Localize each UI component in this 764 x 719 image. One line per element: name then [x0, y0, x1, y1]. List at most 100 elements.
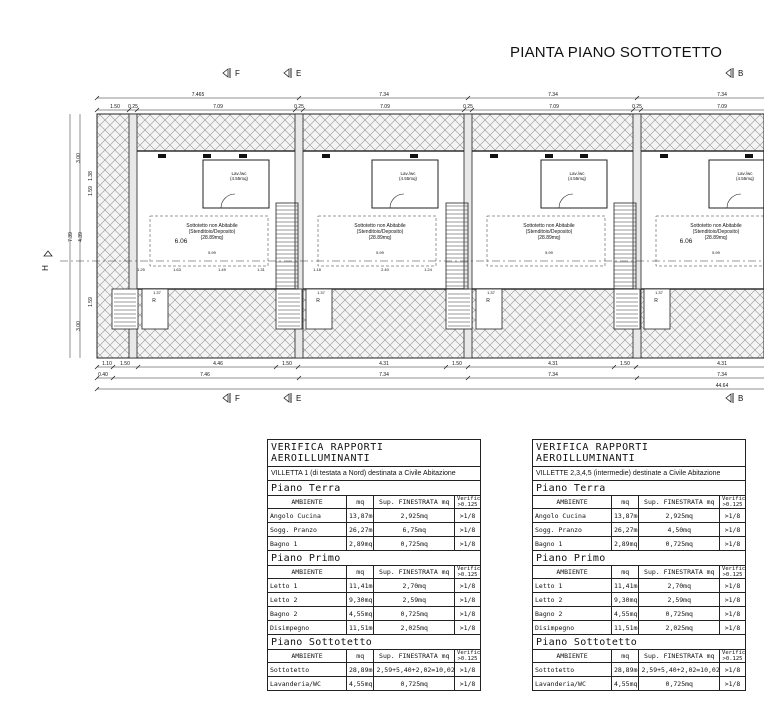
- dimension-label: 7.34: [379, 372, 389, 378]
- table-cell: >1/8: [719, 606, 745, 621]
- floor-section-title: Piano Sottotetto: [533, 635, 745, 650]
- table-cell: 4,50mq: [638, 522, 721, 537]
- dimension-tick: [630, 107, 636, 113]
- table-cell: 11,51mq: [345, 620, 375, 635]
- table-cell: 0,725mq: [373, 536, 456, 551]
- section-arrow: [222, 393, 229, 403]
- dimension-tick: [134, 107, 140, 113]
- room-outline: [655, 215, 764, 267]
- door-swing: [726, 193, 742, 209]
- floor-section-title: Piano Primo: [533, 551, 745, 566]
- table-cell: 0,725mq: [638, 606, 721, 621]
- wc-area: (4.55mq): [399, 176, 418, 181]
- table-cell: Bagno 2: [268, 606, 347, 621]
- dimension-label: 1.59: [88, 186, 94, 196]
- table-cell: 9,30mq: [345, 592, 375, 607]
- section-mark: H: [41, 265, 50, 271]
- room-outline: [149, 215, 269, 267]
- table-cell: >1/8: [454, 662, 480, 677]
- table-cell: 2,59mq: [638, 592, 721, 607]
- dimension-tick: [94, 364, 100, 370]
- dimension-label: 1.50: [282, 361, 292, 367]
- door-swing: [389, 193, 405, 209]
- door-swing: [558, 193, 574, 209]
- column-header: Verifica >0.125: [454, 650, 480, 663]
- column-header: AMBIENTE: [268, 566, 347, 579]
- stair-label: R: [316, 298, 320, 304]
- dimension-label: 1.50: [110, 104, 120, 110]
- dimension-tick: [634, 375, 640, 381]
- stair-landing: [305, 288, 333, 330]
- table-cell: 2,89mq: [610, 536, 640, 551]
- column-header: AMBIENTE: [533, 650, 612, 663]
- window-mark: [158, 154, 166, 158]
- wc-room: [202, 159, 270, 209]
- column-header: Sup. FINESTRATA mq: [638, 566, 721, 579]
- stair-steps: [616, 291, 638, 327]
- table-cell: 2,70mq: [638, 578, 721, 593]
- stair-flight: [613, 202, 637, 290]
- dimension-label: 4.39: [78, 232, 84, 242]
- column-header: mq: [345, 566, 375, 579]
- dimension-tick: [292, 107, 298, 113]
- dimension-label: 4.46: [213, 361, 223, 367]
- dimension-tick: [273, 364, 279, 370]
- window-mark: [203, 154, 211, 158]
- dimension-label: 7.39: [68, 232, 74, 242]
- table-cell: 2,59+5,40+2,02=10,02mq: [638, 662, 721, 677]
- table-cell: 0,725mq: [638, 676, 721, 690]
- dimension-label: 4.31: [717, 361, 727, 367]
- table-cell: >1/8: [719, 662, 745, 677]
- dimension-label: 7.34: [548, 372, 558, 378]
- table-cell: >1/8: [454, 578, 480, 593]
- dimension-label: 1.10: [102, 361, 112, 367]
- dimension-tick: [634, 95, 640, 101]
- room-label: (Stenditoio/Deposito): [526, 229, 573, 235]
- wc-room: [371, 159, 439, 209]
- table-cell: >1/8: [719, 592, 745, 607]
- floor-section-title: Piano Terra: [268, 481, 480, 496]
- wc-label: Lav./wc: [232, 171, 248, 176]
- dimension-label: 7.46: [200, 372, 210, 378]
- dimension-tick: [296, 95, 302, 101]
- table-cell: 2,925mq: [373, 508, 456, 523]
- dimension-tick: [295, 364, 301, 370]
- table-cell: >1/8: [719, 578, 745, 593]
- wc-label: Lav./wc: [570, 171, 586, 176]
- section-arrow: [283, 393, 290, 403]
- table-cell: >1/8: [719, 536, 745, 551]
- dimension-label: 7.34: [379, 92, 389, 98]
- dimension-label: 1.59: [88, 297, 94, 307]
- table-cell: 11,51mq: [610, 620, 640, 635]
- section-arrow: [725, 68, 732, 78]
- window-mark: [580, 154, 588, 158]
- table-cell: 2,59mq: [373, 592, 456, 607]
- room-area: (28.89mq): [201, 235, 224, 241]
- table-cell: 2,925mq: [638, 508, 721, 523]
- dimension-tick: [110, 375, 116, 381]
- stair-steps: [114, 291, 136, 327]
- table-cell: Lavanderia/WC: [533, 676, 612, 690]
- floor-plan: R1.37R1.37R1.37R1.37Lav./wc(4.55mq)Lav./…: [41, 68, 764, 403]
- table-cell: Letto 1: [268, 578, 347, 593]
- table-cell: 26,27mq: [610, 522, 640, 537]
- table-cell: 13,87mq: [610, 508, 640, 523]
- table-cell: 26,27mq: [345, 522, 375, 537]
- dimension-label: 1.25: [137, 267, 146, 272]
- table-cell: 0,725mq: [373, 606, 456, 621]
- dimension-label: 5.99: [208, 250, 217, 255]
- dimension-label: 1.50: [120, 361, 130, 367]
- table-cell: >1/8: [454, 536, 480, 551]
- stair-flight: [275, 202, 299, 290]
- column-header: Sup. FINESTRATA mq: [373, 496, 456, 509]
- table-cell: 0,725mq: [373, 676, 456, 690]
